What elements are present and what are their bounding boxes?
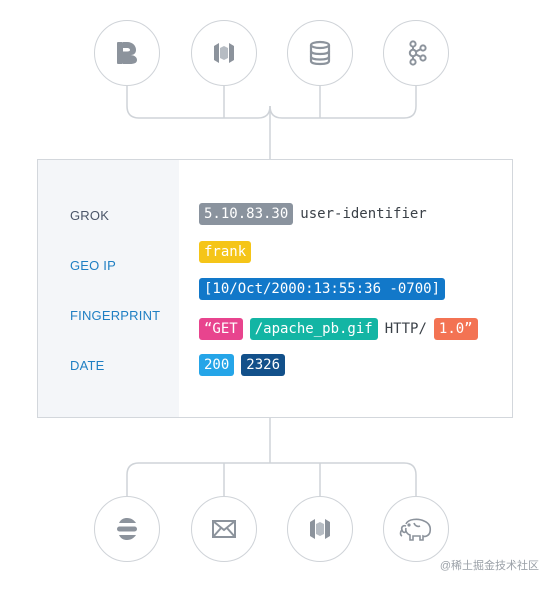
filter-geoip: GEO IP <box>70 258 116 273</box>
output-node-hadoop <box>383 496 449 562</box>
user-identifier-text: user-identifier <box>300 206 427 222</box>
ip-token: 5.10.83.30 <box>199 203 294 225</box>
kafka-icon <box>408 40 427 66</box>
user-token: frank <box>199 241 252 263</box>
log-row-5: 200 2326 <box>199 354 286 376</box>
version-token: 1.0” <box>433 318 478 340</box>
input-node-aws <box>191 20 257 86</box>
method-token: “GET <box>199 318 243 340</box>
hadoop-icon <box>399 518 432 541</box>
parsed-log: 5.10.83.30 user-identifier frank [10/Oct… <box>179 160 512 417</box>
path-token: /apache_pb.gif <box>249 318 378 340</box>
log-row-2: frank <box>199 241 252 263</box>
log-row-3: [10/Oct/2000:13:55:36 -0700] <box>199 278 446 300</box>
input-node-beats <box>94 20 160 86</box>
watermark: @稀土掘金技术社区 <box>439 560 539 572</box>
filter-list: GROK GEO IP FINGERPRINT DATE <box>38 160 179 417</box>
log-row-1: 5.10.83.30 user-identifier <box>199 203 427 225</box>
aws-icon <box>214 43 234 63</box>
input-node-database <box>287 20 353 86</box>
elasticsearch-icon <box>117 518 137 540</box>
output-node-aws <box>287 496 353 562</box>
mail-icon <box>212 520 236 538</box>
filter-grok: GROK <box>70 208 110 223</box>
protocol-text: HTTP/ <box>384 321 427 337</box>
timestamp-token: [10/Oct/2000:13:55:36 -0700] <box>199 278 446 300</box>
filter-fingerprint: FINGERPRINT <box>70 308 161 323</box>
filter-panel: GROK GEO IP FINGERPRINT DATE 5.10.83.30 … <box>37 159 513 418</box>
input-node-kafka <box>383 20 449 86</box>
log-row-4: “GET /apache_pb.gif HTTP/ 1.0” <box>199 318 478 340</box>
beats-icon <box>117 42 137 64</box>
aws-icon <box>310 519 330 539</box>
output-node-mail <box>191 496 257 562</box>
status-token: 200 <box>199 354 235 376</box>
filter-date: DATE <box>70 358 105 373</box>
output-node-elasticsearch <box>94 496 160 562</box>
bytes-token: 2326 <box>241 354 286 376</box>
database-icon <box>309 40 331 66</box>
